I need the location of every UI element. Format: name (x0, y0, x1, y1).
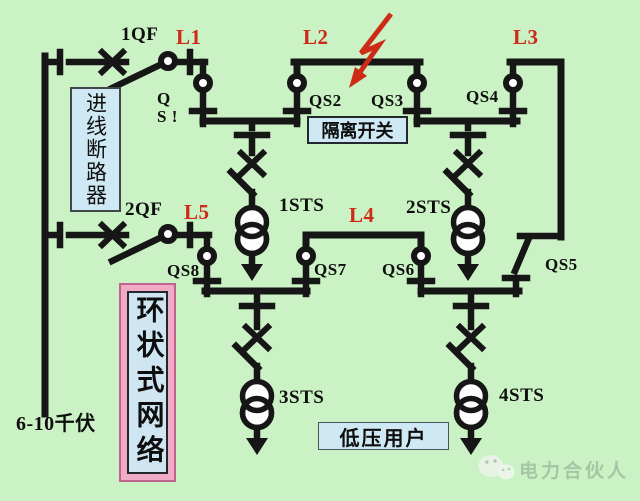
line-label-l3: L3 (513, 25, 539, 49)
isolator-qs5-symbol (501, 232, 565, 298)
line-l3-bus (506, 58, 565, 241)
transformer-label-2sts: 2STS (406, 197, 452, 218)
load-arrow-3sts (246, 438, 268, 455)
load-arrow-1sts (241, 264, 263, 281)
load-arrow-2sts (457, 264, 479, 281)
hinge-ring-qs8 (197, 246, 217, 266)
line-label-l2: L2 (303, 25, 329, 49)
transformer-2sts-symbol (450, 204, 486, 257)
fault-lightning-icon (349, 12, 393, 88)
breaker-label-2qf: 2QF (125, 199, 163, 220)
hinge-ring-qs1 (193, 73, 213, 93)
transformer-label-3sts: 3STS (279, 387, 325, 408)
hinge-ring-1qf (158, 51, 178, 71)
note-ring-network: 环状式网络 (127, 291, 168, 474)
line-label-l5: L5 (184, 200, 210, 224)
isolator-label-qs1: Q S ! (157, 89, 178, 126)
hinge-ring-qs3 (407, 73, 427, 93)
wechat-icon (478, 455, 515, 480)
note-incoming-breaker: 进线断路器 (70, 87, 121, 212)
transformer-1sts-symbol (234, 204, 270, 257)
transformer-label-1sts: 1STS (279, 195, 325, 216)
branch-1sts-symbol (226, 117, 271, 270)
note-lv-users: 低压用户 (318, 422, 449, 450)
hinge-ring-qs4 (503, 73, 523, 93)
hinge-ring-qs6 (411, 246, 431, 266)
transformer-label-4sts: 4STS (499, 385, 545, 406)
hinge-ring-qs7 (296, 246, 316, 266)
isolator-label-qs7: QS7 (314, 260, 347, 279)
note-ring-network-frame: 环状式网络 (119, 283, 176, 482)
line-l4-bus (302, 231, 425, 254)
isolator-label-qs4: QS4 (466, 87, 499, 106)
transformer-4sts-symbol (453, 378, 489, 431)
isolator-label-qs2: QS2 (309, 91, 342, 110)
hinge-ring-2qf (158, 224, 178, 244)
isolator-label-qs8: QS8 (167, 261, 200, 280)
line-label-l4: L4 (349, 203, 375, 227)
hinge-ring-qs2 (287, 73, 307, 93)
breaker-label-1qf: 1QF (121, 24, 159, 45)
breaker-1qf-symbol (41, 47, 209, 93)
branch-3sts-symbol (231, 287, 276, 444)
isolator-label-qs3: QS3 (371, 91, 404, 110)
load-arrow-4sts (460, 438, 482, 455)
bus-voltage-label: 6-10千伏 (16, 413, 96, 435)
line-label-l1: L1 (176, 25, 202, 49)
transformer-3sts-symbol (239, 378, 275, 431)
isolator-label-qs5: QS5 (545, 255, 578, 274)
isolator-label-qs6: QS6 (382, 260, 415, 279)
watermark-brand: 电力合伙人 (519, 461, 630, 482)
breaker-2qf-symbol (41, 220, 213, 266)
note-isolator-switch: 隔离开关 (307, 116, 408, 144)
